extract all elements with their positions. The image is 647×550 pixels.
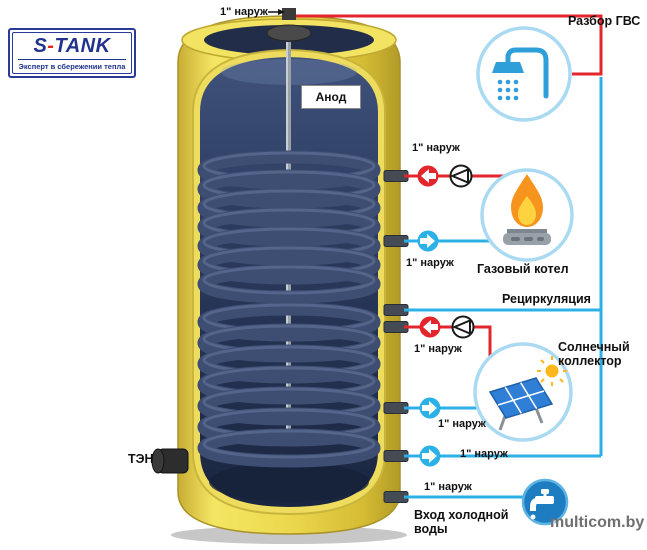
flow-arrow-solar-return xyxy=(419,397,441,419)
lower-coil xyxy=(197,302,381,468)
label-solar-collector: Солнечный коллектор xyxy=(558,340,630,369)
upper-coil xyxy=(197,150,381,304)
shower-icon xyxy=(492,47,549,101)
label-port-top: 1" наруж xyxy=(220,6,268,18)
label-port-cold-inlet: 1" наруж xyxy=(424,481,472,493)
label-cold-water: Вход холодной воды xyxy=(414,508,509,537)
label-port-solar-supply: 1" наруж xyxy=(414,343,462,355)
brand-tagline: Эксперт в сбережении тепла xyxy=(17,58,127,71)
pump-icon-gas xyxy=(449,164,473,188)
label-recirculation: Рециркуляция xyxy=(502,292,591,306)
flow-arrow-gas-return xyxy=(417,230,439,252)
solar-collector-icon xyxy=(488,356,567,431)
dhw-circle xyxy=(476,26,572,122)
brand-rest: TANK xyxy=(54,34,111,57)
label-port-recirc: 1" наруж xyxy=(460,448,508,460)
anode-label: Анод xyxy=(301,85,361,109)
label-port-gas-return: 1" наруж xyxy=(406,257,454,269)
pipe-dhw-hot xyxy=(296,14,603,76)
top-label-pointer xyxy=(268,9,285,15)
top-port-fitting xyxy=(266,8,312,42)
label-port-solar-return: 1" наруж xyxy=(438,418,486,430)
flow-arrow-gas-supply xyxy=(417,165,439,187)
brand-name: S-TANK xyxy=(33,36,110,56)
label-heater: ТЭН xyxy=(128,452,154,466)
heating-element xyxy=(151,448,189,474)
label-port-gas-supply: 1" наруж xyxy=(412,142,460,154)
pump-icon-solar xyxy=(451,315,475,339)
label-dhw: Разбор ГВС xyxy=(568,14,641,28)
flow-arrow-recirc xyxy=(419,445,441,467)
cold-water-faucet-icon xyxy=(521,478,569,526)
label-gas-boiler: Газовый котел xyxy=(477,262,569,276)
gas-burner-icon xyxy=(503,174,551,245)
brand-s: S xyxy=(33,34,48,57)
brand-logo: S-TANK Эксперт в сбережении тепла xyxy=(8,28,136,78)
brand-dash: - xyxy=(47,34,55,57)
watermark: multicom.by xyxy=(550,514,645,531)
flow-arrow-solar-supply xyxy=(419,316,441,338)
brand-logo-inner: S-TANK Эксперт в сбережении тепла xyxy=(12,32,132,74)
